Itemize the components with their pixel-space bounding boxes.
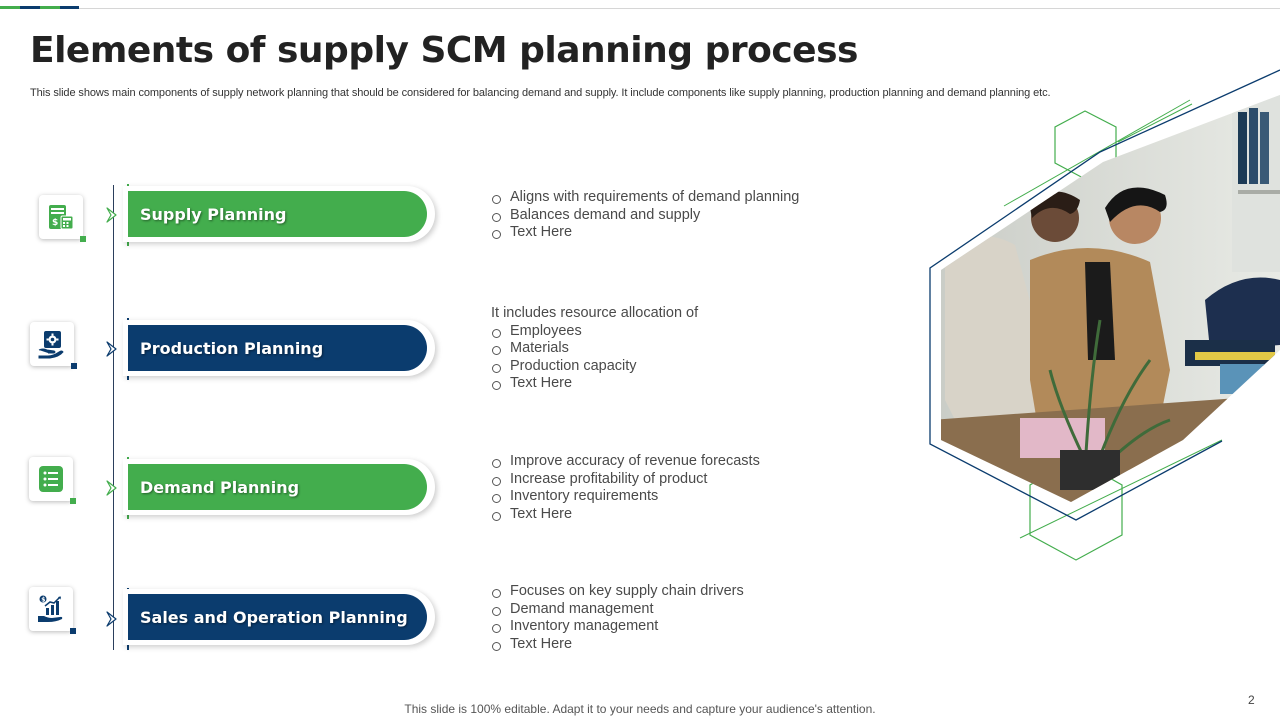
top-rule — [0, 8, 1280, 9]
list-item: Inventory requirements — [491, 488, 760, 506]
hexagon-photo — [929, 69, 1280, 561]
list-item: Text Here — [491, 224, 799, 242]
list-item: Aligns with requirements of demand plann… — [491, 189, 799, 207]
demand-planning-pill: Demand Planning — [123, 459, 435, 515]
production-icon-tile — [30, 322, 77, 369]
chevron-right-icon — [106, 480, 117, 496]
page-number: 2 — [1248, 693, 1255, 707]
hand-gear-icon — [38, 331, 64, 359]
list-item: Focuses on key supply chain drivers — [491, 583, 744, 601]
supply-planning-details: Aligns with requirements of demand plann… — [491, 189, 799, 242]
chevron-right-icon — [106, 207, 117, 223]
chevron-right-icon — [106, 341, 117, 357]
tile-accent-dot — [70, 628, 76, 634]
list-item: Text Here — [491, 506, 760, 524]
page-subtitle: This slide shows main components of supp… — [30, 87, 1051, 99]
details-intro: It includes resource allocation of — [491, 305, 699, 321]
timeline-line — [113, 185, 114, 650]
tile-accent-dot — [80, 236, 86, 242]
chevron-right-icon — [106, 611, 117, 627]
list-item: Balances demand and supply — [491, 207, 799, 225]
sales-operation-planning-details: Focuses on key supply chain drivers Dema… — [491, 583, 744, 653]
list-item: Increase profitability of product — [491, 471, 760, 489]
hand-growth-chart-icon: $ — [38, 595, 63, 622]
svg-text:$: $ — [52, 218, 58, 228]
supply-planning-pill: Supply Planning — [123, 186, 435, 242]
top-accent-green — [0, 6, 20, 9]
list-item: Improve accuracy of revenue forecasts — [491, 453, 760, 471]
tile-accent-dot — [71, 363, 77, 369]
sales-operation-planning-pill: Sales and Operation Planning — [123, 589, 435, 645]
supply-icon-tile: $ — [39, 195, 86, 242]
list-item: Inventory management — [491, 618, 744, 636]
team-meeting-photo — [941, 95, 1280, 502]
tile-accent-dot — [70, 498, 76, 504]
calculator-money-icon: $ — [49, 205, 74, 230]
footer-note: This slide is 100% editable. Adapt it to… — [404, 702, 876, 716]
production-planning-details: It includes resource allocation of Emplo… — [491, 305, 698, 393]
top-accent-navy — [60, 6, 79, 9]
top-accent-green — [40, 6, 60, 9]
sales-icon-tile: $ — [29, 587, 76, 634]
top-accent-navy — [20, 6, 40, 9]
list-item: Employees — [491, 323, 698, 341]
page-title: Elements of supply SCM planning process — [30, 30, 858, 71]
list-item: Text Here — [491, 375, 698, 393]
list-item: Materials — [491, 340, 698, 358]
list-item: Text Here — [491, 636, 744, 654]
svg-text:$: $ — [41, 596, 45, 603]
supply-planning-label: Supply Planning — [140, 204, 287, 224]
production-planning-label: Production Planning — [140, 338, 324, 358]
checklist-icon — [39, 466, 63, 492]
sales-operation-planning-label: Sales and Operation Planning — [140, 607, 408, 627]
production-planning-pill: Production Planning — [123, 320, 435, 376]
list-item: Production capacity — [491, 358, 698, 376]
demand-icon-tile — [29, 457, 76, 504]
demand-planning-label: Demand Planning — [140, 477, 300, 497]
demand-planning-details: Improve accuracy of revenue forecasts In… — [491, 453, 760, 523]
list-item: Demand management — [491, 601, 744, 619]
